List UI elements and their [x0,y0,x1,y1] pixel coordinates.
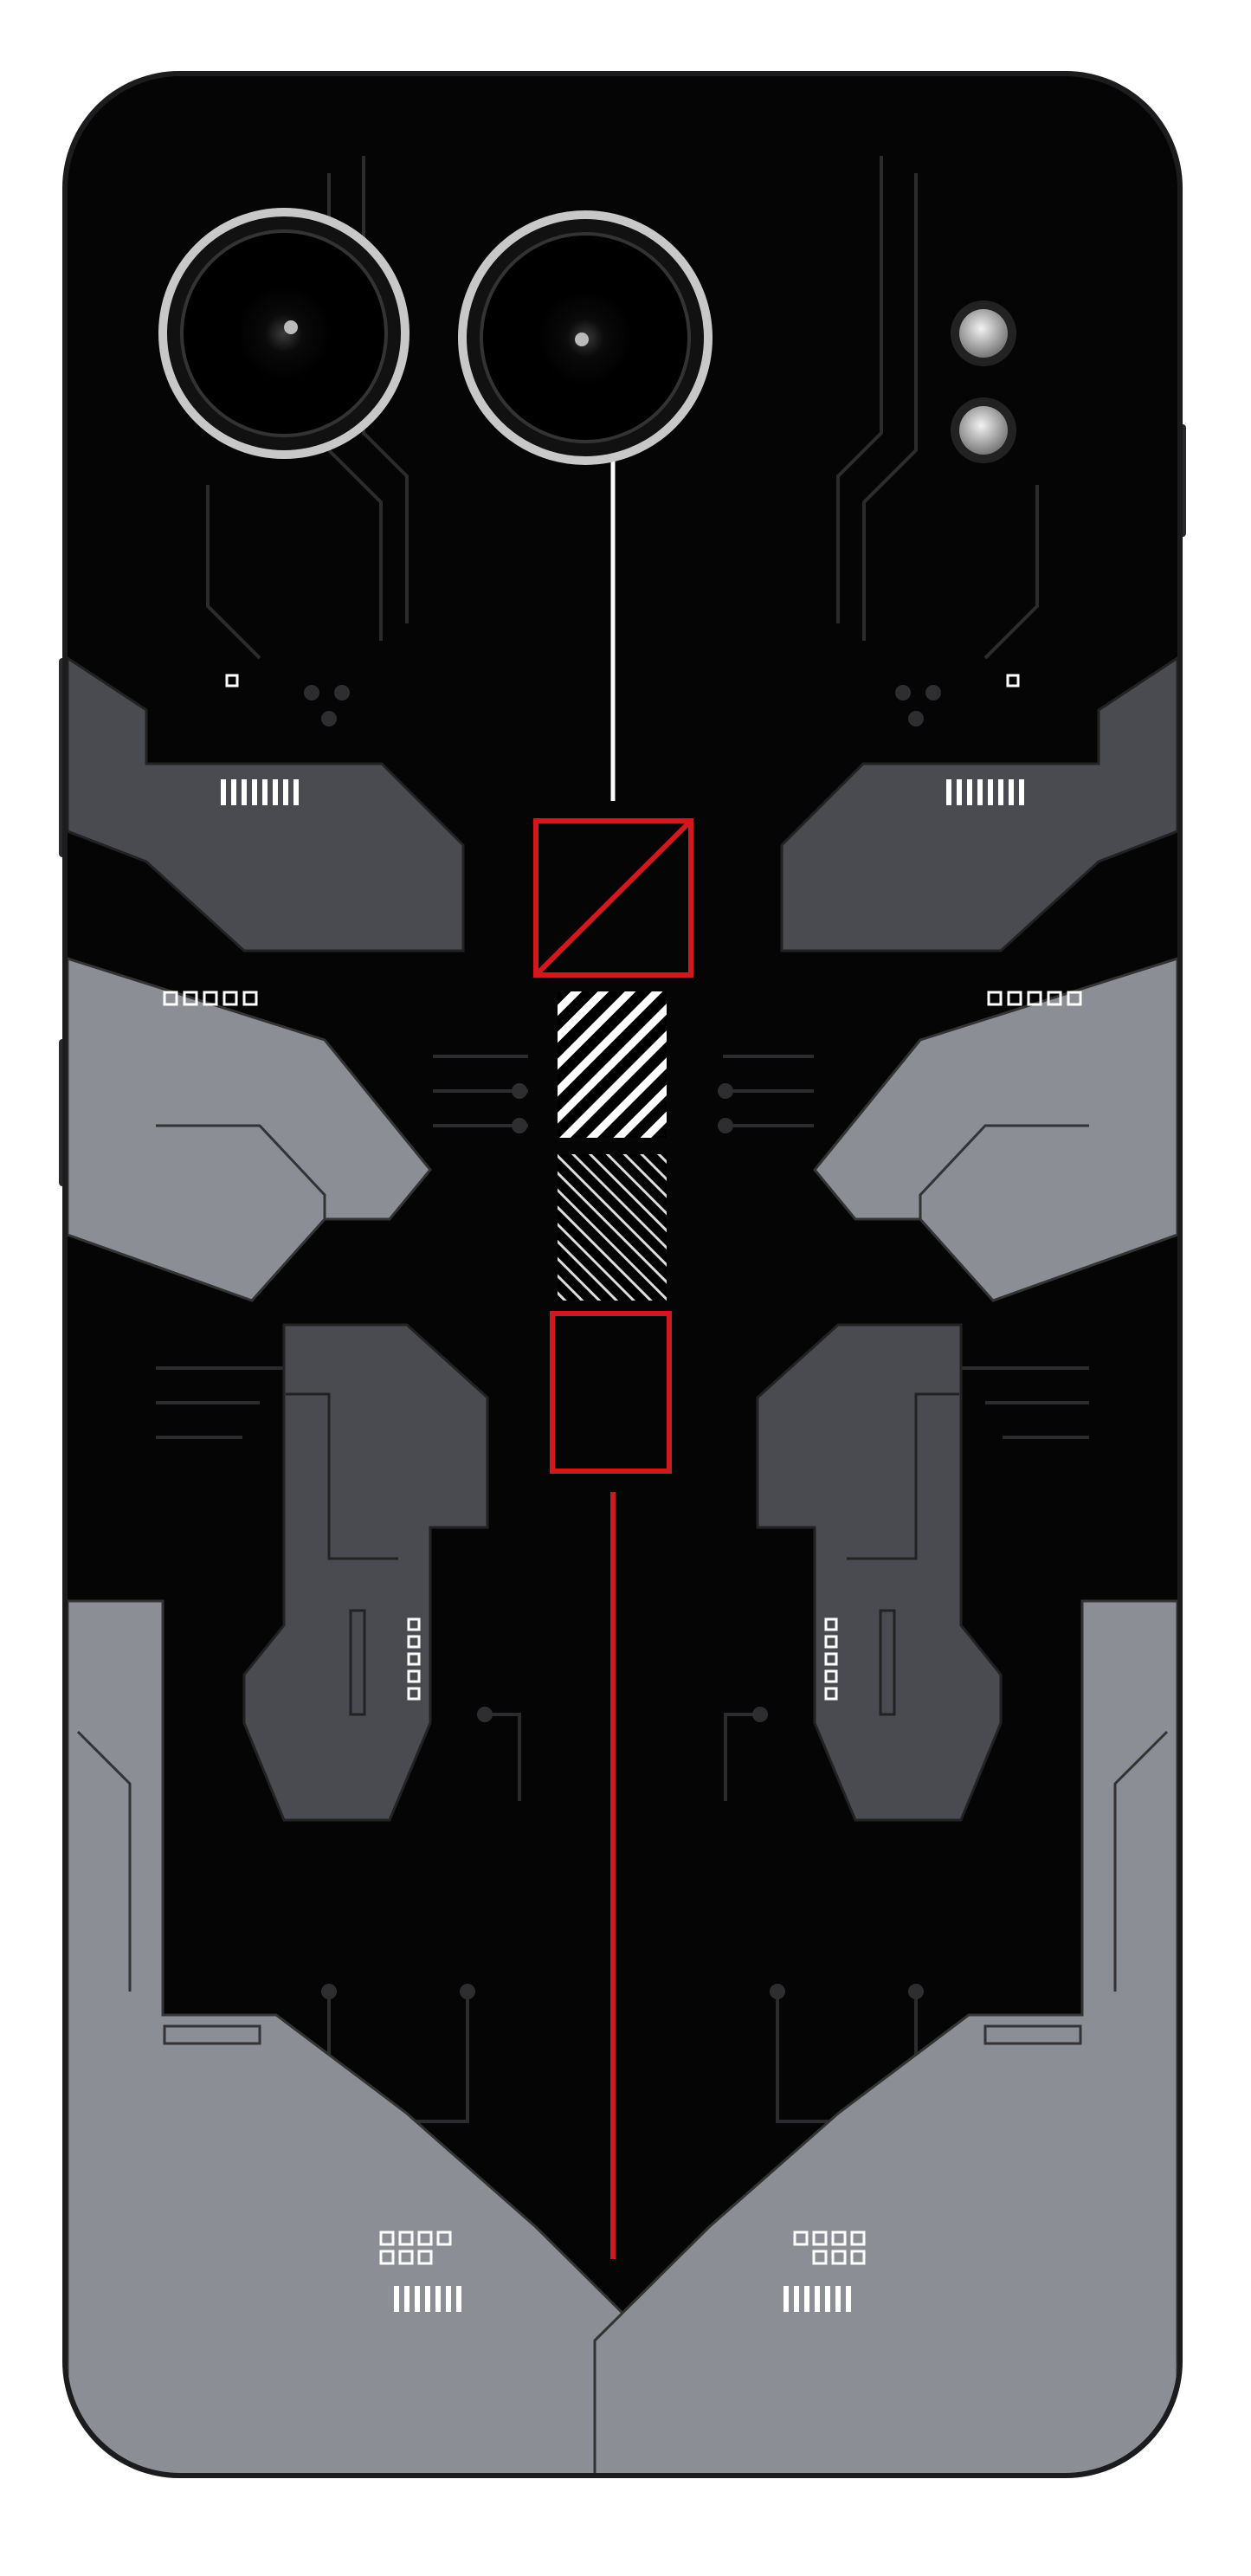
flash-icon [951,397,1016,463]
light-wing-panel [68,956,432,1302]
mid-dark-panel [242,1323,489,1822]
hatched-block [558,991,667,1138]
camera-lens-icon [158,208,409,459]
red-diagonal-box [533,818,693,978]
left-armor-panels [68,655,652,2473]
hatched-block-fine [558,1154,667,1301]
flash-icon [951,300,1016,366]
camera-lens-icon [458,210,713,465]
circuit-dots [304,685,527,1999]
red-square-box [550,1311,672,1474]
vent-grille [221,779,461,2312]
indicator-squares [163,674,452,2265]
lower-light-panel [68,1599,652,2473]
